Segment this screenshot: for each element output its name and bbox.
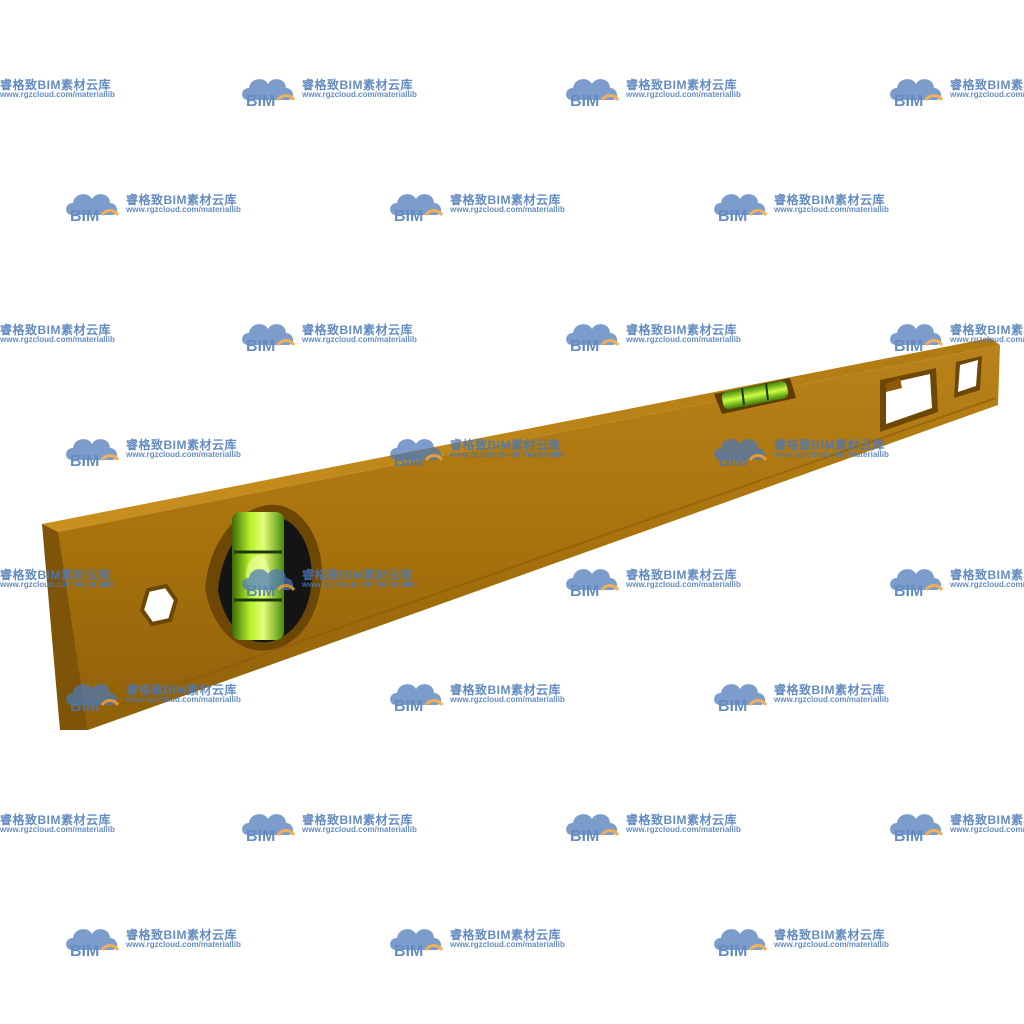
- level-vial-window: [714, 378, 796, 414]
- end-slot: [954, 356, 982, 398]
- hex-hole: [139, 583, 179, 627]
- level-front-face: [58, 345, 1000, 730]
- level-groove: [109, 397, 997, 709]
- level-end-face: [42, 523, 88, 730]
- handle-hole: [880, 368, 938, 432]
- level-vial: [721, 380, 789, 410]
